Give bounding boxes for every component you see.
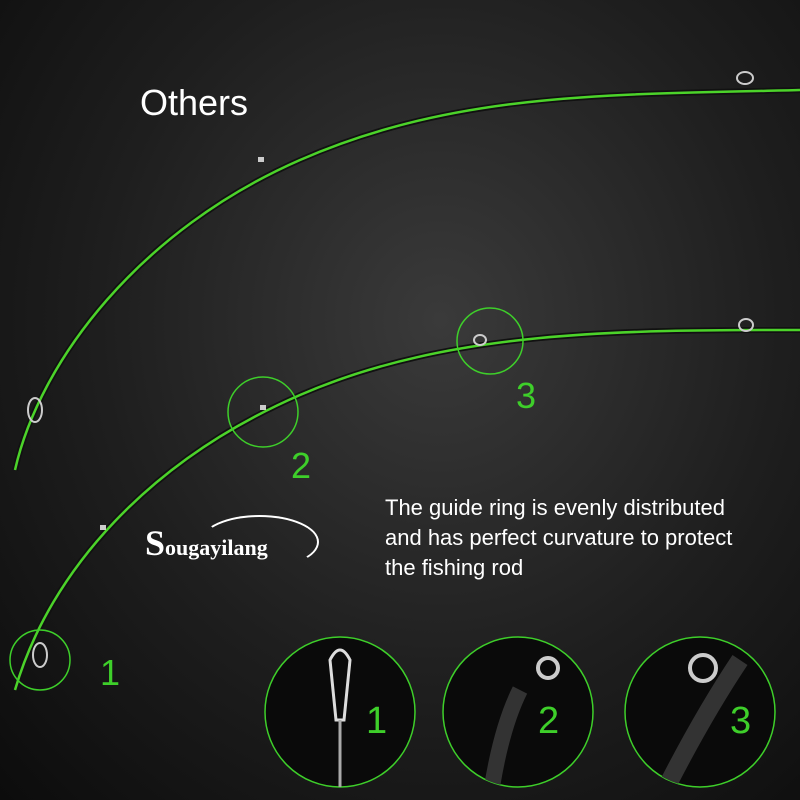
callout-number-1: 1	[100, 652, 121, 693]
inset-number-3: 3	[730, 700, 752, 742]
logo-text: ougayilang	[165, 535, 268, 560]
guide-ring	[738, 318, 754, 332]
description-line: The guide ring is evenly distributed	[385, 495, 725, 520]
brand-logo: Sougayilang	[145, 522, 268, 564]
description: The guide ring is evenly distributed and…	[385, 493, 732, 583]
callout-number-2: 2	[291, 445, 312, 486]
featured-rod-line	[13, 328, 800, 691]
inset-3	[624, 636, 776, 788]
callout-number-3: 3	[516, 375, 537, 416]
logo-swoosh	[200, 515, 319, 569]
callout-circle-3	[456, 307, 524, 375]
callout-circle-1	[9, 629, 71, 691]
inset-number-2: 2	[538, 700, 560, 742]
guide-ring	[736, 71, 754, 85]
other-rod-line	[13, 88, 800, 471]
guide-ring	[100, 525, 106, 530]
guide-ring	[32, 642, 48, 668]
inset-number-1: 1	[366, 700, 388, 742]
guide-ring	[260, 405, 266, 410]
other-rod	[12, 87, 800, 471]
inset-2	[442, 636, 594, 788]
guide-ring	[473, 334, 487, 346]
inset-1	[264, 636, 416, 788]
guide-ring	[258, 157, 264, 162]
logo-initial: S	[145, 523, 166, 563]
guide-ring	[27, 397, 43, 423]
others-label: Others	[140, 82, 249, 123]
description-line: the fishing rod	[385, 555, 524, 580]
description-line: and has perfect curvature to protect	[385, 525, 733, 550]
callout-circle-2	[227, 376, 299, 448]
